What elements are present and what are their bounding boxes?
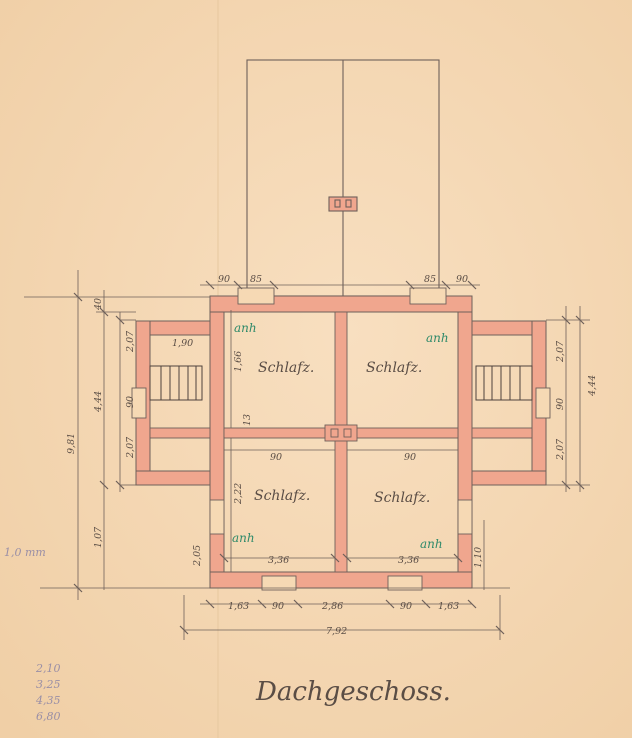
dim-left-d: 2,07 bbox=[125, 436, 136, 459]
dim-room-height-lower: 2,22 bbox=[233, 483, 244, 505]
dim-left-total: 9,81 bbox=[66, 433, 77, 454]
room-label-upper-left: Schlafz. bbox=[258, 360, 314, 376]
dim-left-top: 40 bbox=[93, 298, 104, 311]
dim-left-a: 2,07 bbox=[125, 330, 136, 353]
dim-left-lower: 1,07 bbox=[93, 526, 104, 548]
dim-overall-width: 7,92 bbox=[326, 626, 347, 637]
dim-interior-left: 90 bbox=[270, 452, 282, 463]
dim-stair-width: 1,90 bbox=[172, 338, 193, 349]
dim-mid-small: 13 bbox=[242, 414, 253, 426]
dim-bottom-c: 2,86 bbox=[321, 601, 343, 612]
stair-right bbox=[475, 365, 533, 401]
dim-left-e: 2,05 bbox=[192, 545, 203, 567]
note-lower-left: anh bbox=[232, 531, 255, 545]
dim-interior-right: 90 bbox=[404, 452, 416, 463]
dim-top-left-b: 85 bbox=[250, 274, 262, 285]
room-label-upper-right: Schlafz. bbox=[366, 360, 422, 376]
margin-note-scale: 1,0 mm bbox=[4, 546, 46, 559]
dim-right-b: 4,44 bbox=[587, 375, 598, 397]
dim-top-right-a: 85 bbox=[424, 274, 436, 285]
dim-right-a: 2,07 bbox=[555, 340, 566, 363]
note-upper-right: anh bbox=[426, 331, 449, 345]
dim-bottom-b: 90 bbox=[272, 601, 284, 612]
dim-bottom-a: 1,63 bbox=[228, 601, 249, 612]
dim-top-left-a: 90 bbox=[218, 274, 230, 285]
dimension-ticks bbox=[73, 280, 585, 635]
margin-note-1: 2,10 bbox=[35, 662, 61, 675]
dim-room-width-left: 3,36 bbox=[268, 555, 289, 566]
dim-room-height-upper: 1,66 bbox=[233, 351, 244, 372]
margin-note-3: 4,35 bbox=[35, 694, 61, 707]
note-lower-right: anh bbox=[420, 537, 443, 551]
margin-note-2: 3,25 bbox=[36, 678, 61, 691]
dim-right-d: 2,07 bbox=[555, 438, 566, 461]
dim-right-c: 90 bbox=[555, 398, 566, 410]
interior-walls bbox=[149, 311, 533, 573]
window-openings bbox=[131, 287, 551, 591]
dim-left-c: 90 bbox=[125, 396, 136, 408]
dim-bottom-e: 1,63 bbox=[438, 601, 459, 612]
drawing-title: Dachgeschoss. bbox=[255, 677, 451, 707]
dim-left-b: 4,44 bbox=[93, 391, 104, 413]
room-label-lower-right: Schlafz. bbox=[374, 490, 430, 506]
note-upper-left: anh bbox=[234, 321, 257, 335]
dim-bottom-d: 90 bbox=[400, 601, 412, 612]
stair-left bbox=[149, 365, 203, 401]
dim-room-width-right: 3,36 bbox=[398, 555, 419, 566]
dim-top-right-b: 90 bbox=[456, 274, 468, 285]
room-label-lower-left: Schlafz. bbox=[254, 488, 310, 504]
margin-note-4: 6,80 bbox=[36, 710, 61, 723]
dim-right-lower: 1,10 bbox=[473, 547, 484, 568]
